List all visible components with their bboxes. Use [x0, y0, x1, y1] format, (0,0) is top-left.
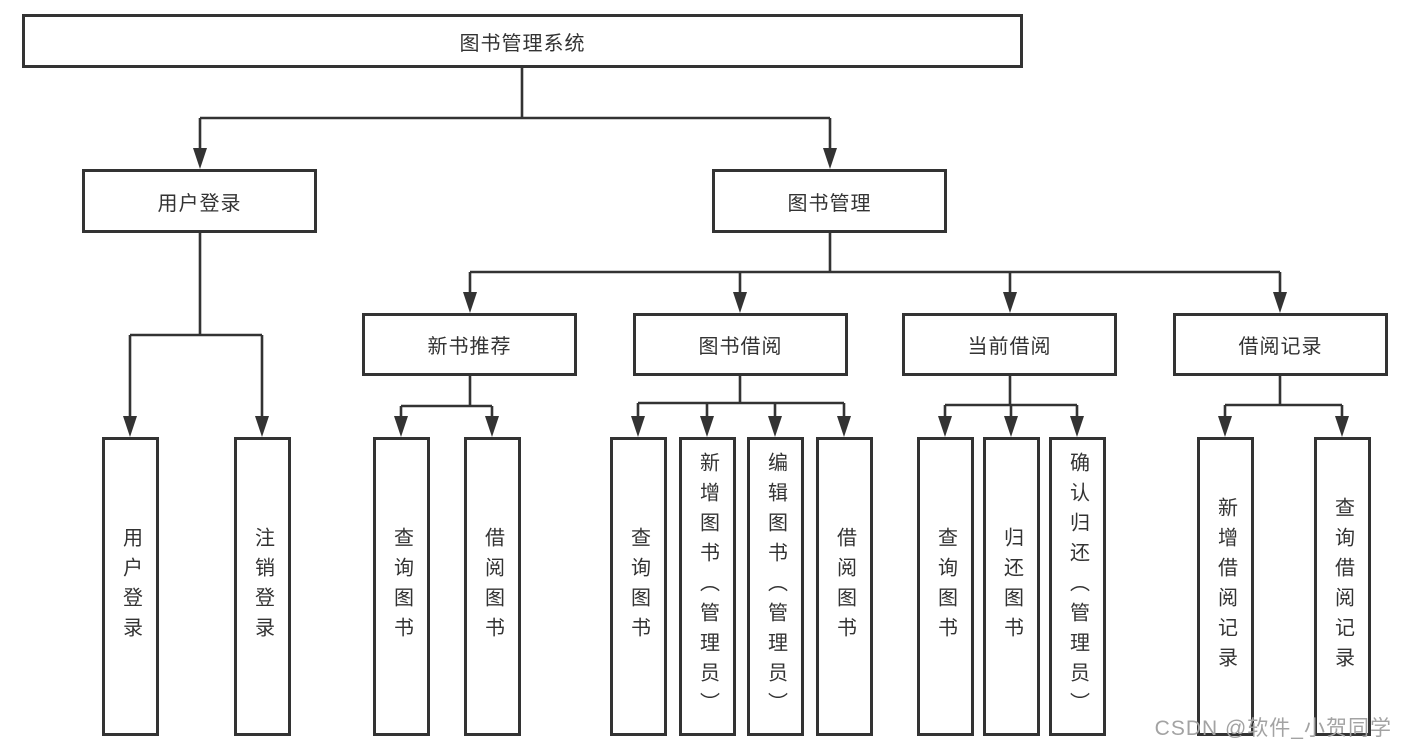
csdn-watermark: CSDN @软件_小贺同学 [1154, 717, 1392, 740]
node-book-borrow: 图书借阅 [633, 313, 848, 376]
node-label: 查询图书 [934, 526, 957, 647]
node-borrow-records: 借阅记录 [1173, 313, 1388, 376]
node-label: 归还图书 [1000, 526, 1023, 647]
node-leaf-borrow-books-recommend: 借阅图书 [464, 437, 521, 736]
node-new-book-recommend: 新书推荐 [362, 313, 577, 376]
node-leaf-add-book-admin: 新增图书（管理员） [679, 437, 736, 736]
node-leaf-query-books-borrow: 查询图书 [610, 437, 667, 736]
node-leaf-logout: 注销登录 [234, 437, 291, 736]
node-current-borrow: 当前借阅 [902, 313, 1117, 376]
node-label: 图书借阅 [698, 336, 783, 358]
node-leaf-return-book: 归还图书 [983, 437, 1040, 736]
node-leaf-confirm-return-admin: 确认归还（管理员） [1049, 437, 1106, 736]
node-label: 查询图书 [390, 526, 413, 647]
node-label: 编辑图书（管理员） [764, 451, 787, 722]
node-leaf-borrow-books: 借阅图书 [816, 437, 873, 736]
node-label: 当前借阅 [967, 336, 1052, 358]
node-book-management: 图书管理 [712, 169, 947, 233]
node-label: 用户登录 [157, 192, 242, 215]
node-label: 新增图书（管理员） [696, 451, 719, 722]
node-leaf-edit-book-admin: 编辑图书（管理员） [747, 437, 804, 736]
node-leaf-query-books-recommend: 查询图书 [373, 437, 430, 736]
node-label: 确认归还（管理员） [1066, 451, 1089, 722]
node-label: 借阅记录 [1238, 336, 1323, 358]
node-user-login: 用户登录 [82, 169, 317, 233]
node-label: 借阅图书 [833, 526, 856, 647]
node-leaf-add-borrow-record: 新增借阅记录 [1197, 437, 1254, 736]
node-leaf-query-borrow-record: 查询借阅记录 [1314, 437, 1371, 736]
node-label: 用户登录 [119, 526, 142, 647]
node-label: 注销登录 [251, 526, 274, 647]
node-label: 图书管理 [787, 192, 872, 215]
node-label: 查询借阅记录 [1331, 496, 1354, 677]
node-label: 查询图书 [627, 526, 650, 647]
node-leaf-user-login: 用户登录 [102, 437, 159, 736]
node-label: 借阅图书 [481, 526, 504, 647]
arrowheads [123, 148, 1349, 437]
node-label: 新书推荐 [427, 336, 512, 358]
node-label: 新增借阅记录 [1214, 496, 1237, 677]
node-label: 图书管理系统 [459, 32, 586, 55]
node-leaf-query-books-current: 查询图书 [917, 437, 974, 736]
node-library-management-system: 图书管理系统 [22, 14, 1023, 68]
